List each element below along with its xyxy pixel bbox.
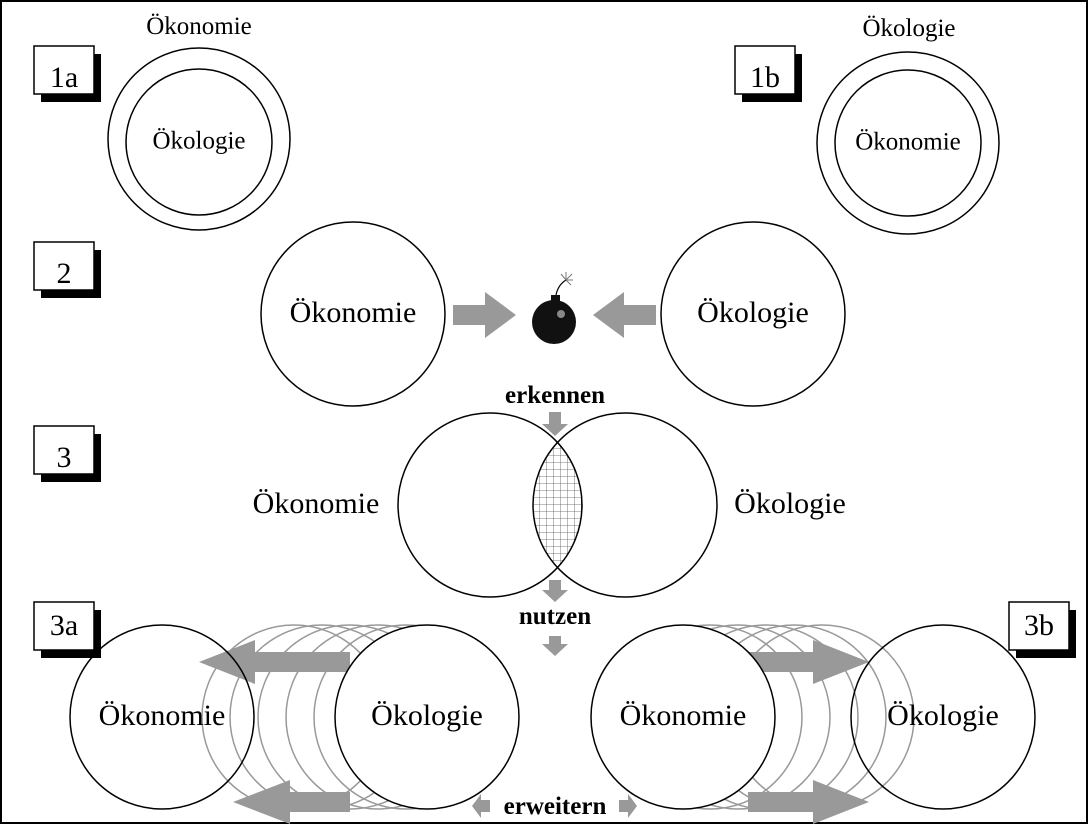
arrow-3-erkennen-down [542, 412, 568, 436]
label-1a-outer: Ökonomie [146, 13, 252, 40]
badge-2-label: 2 [57, 257, 72, 290]
circle-3-right [532, 412, 718, 598]
label-2-left: Ökonomie [290, 296, 417, 329]
bomb-icon [532, 272, 576, 344]
label-erweitern: erweitern [504, 793, 607, 820]
circle-1b-inner [834, 69, 982, 217]
arrow-erweitern-right [619, 794, 637, 818]
panel-3a: Ökonomie Ökologie [69, 624, 520, 824]
arrow-2-right [453, 292, 516, 338]
badge-2: 2 [33, 241, 101, 298]
badge-1a: 1a [33, 45, 101, 102]
badge-3a: 3a [33, 601, 101, 658]
label-3b-right: Ökologie [887, 699, 999, 732]
label-1a-inner: Ökologie [152, 128, 245, 155]
arrow-3-nutzen-down-2 [542, 636, 568, 656]
arrow-3b-bottom-right [748, 780, 869, 824]
badge-3b: 3b [1008, 601, 1076, 658]
label-3-left: Ökonomie [253, 487, 380, 520]
badge-3b-label: 3b [1024, 609, 1054, 642]
panel-2: Ökonomie Ökologie [260, 221, 846, 407]
label-3b-left: Ökonomie [620, 699, 747, 732]
circle-3b-right [850, 624, 1036, 810]
label-2-right: Ökologie [697, 296, 809, 329]
label-3-erkennen: erkennen [505, 382, 605, 409]
arrow-3a-bottom-left [233, 780, 350, 824]
arrow-3-nutzen-down [542, 580, 568, 602]
label-3-right: Ökologie [734, 487, 846, 520]
circle-3b-left [590, 624, 776, 810]
circle-2-left [260, 221, 446, 407]
label-3a-right: Ökologie [371, 699, 483, 732]
panel-3b: Ökonomie Ökologie [590, 624, 1036, 824]
badge-3-label: 3 [57, 441, 72, 474]
badge-1b-label: 1b [750, 61, 780, 94]
erweitern-group: erweitern [472, 793, 637, 820]
arrow-3b-top-right [748, 640, 869, 684]
label-1b-inner: Ökonomie [855, 129, 961, 156]
label-3-nutzen: nutzen [519, 603, 591, 630]
circle-2-right [660, 221, 846, 407]
circle-1b-outer [816, 51, 1000, 235]
arrow-3a-top-left [199, 640, 350, 684]
label-3a-left: Ökonomie [99, 699, 226, 732]
badge-3a-label: 3a [50, 609, 78, 642]
arrow-erweitern-left [472, 794, 490, 818]
circle-1a-outer [107, 47, 291, 231]
circle-1a-inner [125, 68, 273, 216]
label-1b-outer: Ökologie [862, 15, 955, 42]
circle-3a-left [69, 624, 255, 810]
panel-1a: Ökonomie Ökologie [107, 13, 291, 231]
arrow-2-left [593, 292, 656, 338]
panel-1b: Ökologie Ökonomie [816, 15, 1000, 235]
circle-3-left [397, 412, 583, 598]
badge-3: 3 [33, 425, 101, 482]
circle-3a-right [334, 624, 520, 810]
badge-1b: 1b [734, 45, 802, 102]
badge-1a-label: 1a [50, 61, 78, 94]
